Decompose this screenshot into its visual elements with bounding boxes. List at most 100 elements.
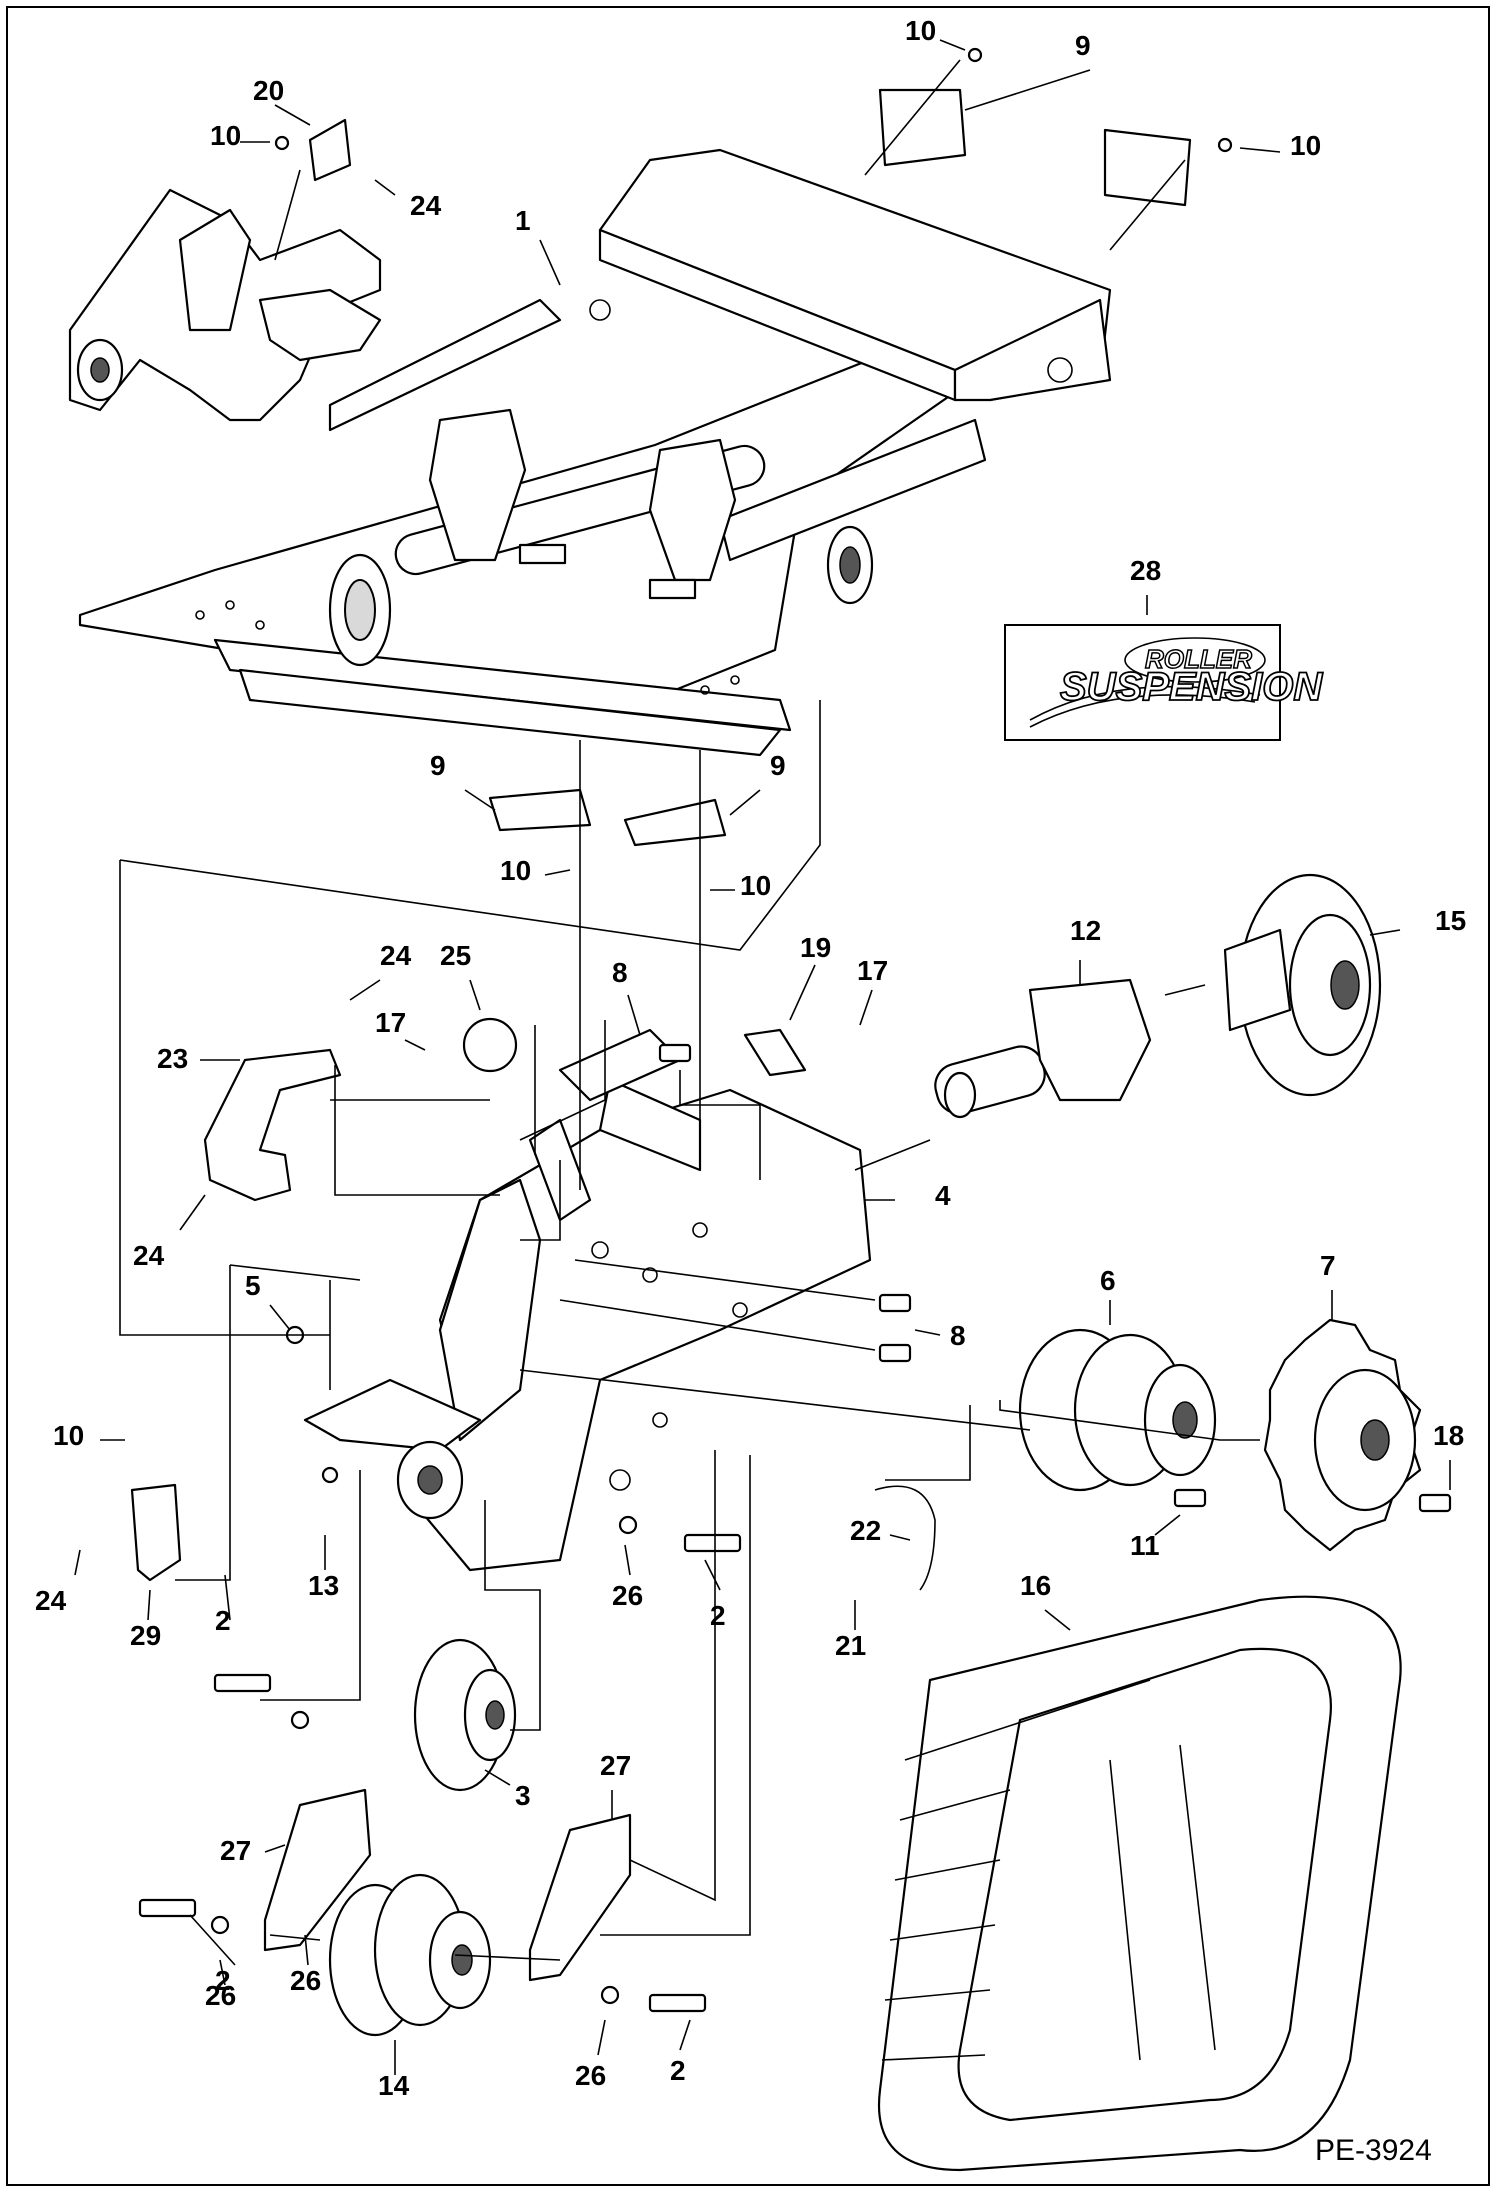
callout-22: 22: [850, 1515, 911, 1546]
callout-26: 26: [290, 1934, 321, 1996]
callout-10: 10: [1239, 130, 1321, 161]
callout-11: 11: [1130, 1514, 1181, 1561]
callout-number: 8: [950, 1320, 966, 1351]
callout-10: 10: [500, 855, 571, 886]
callout-10: 10: [53, 1420, 125, 1451]
callout-number: 19: [800, 932, 831, 963]
callout-number: 17: [375, 1007, 406, 1038]
callout-19: 19: [789, 932, 831, 1021]
callout-number: 16: [1020, 1570, 1051, 1601]
callout-leader-line: [269, 1304, 291, 1331]
callout-26: 26: [612, 1544, 643, 1611]
callout-number: 10: [1290, 130, 1321, 161]
figure-code: PE-3924: [1315, 2134, 1432, 2167]
callout-leader-line: [704, 1559, 721, 1591]
callout-leader-line: [404, 1039, 426, 1051]
callout-5: 5: [245, 1270, 291, 1331]
callout-leader-line: [219, 1959, 226, 1986]
tensioner-12-drawing: [934, 978, 1152, 1119]
callout-2: 2: [670, 2019, 691, 2086]
callout-26: 26: [205, 1959, 236, 2011]
logo-suspension-text: SUSPENSION: [1060, 665, 1323, 709]
callout-number: 21: [835, 1630, 866, 1661]
guard-29-drawing: [130, 1483, 182, 1582]
track-16-drawing: [877, 1595, 1402, 2172]
callout-leader-line: [539, 239, 561, 286]
brackets-27-drawing: [263, 1788, 632, 1982]
callout-8: 8: [612, 957, 641, 1036]
sensor-22-drawing: [874, 1485, 936, 1591]
callout-number: 2: [215, 1965, 231, 1996]
callout-10: 10: [905, 15, 966, 51]
callout-leader-line: [469, 979, 481, 1011]
callout-number: 7: [1320, 1250, 1336, 1281]
callout-7: 7: [1320, 1250, 1336, 1320]
callout-leader-line: [147, 1589, 151, 1621]
callout-leader-line: [597, 2019, 606, 2056]
plate-19-drawing: [743, 1028, 807, 1077]
callout-number: 3: [515, 1780, 531, 1811]
callout-8: 8: [914, 1320, 966, 1351]
callout-number: 10: [905, 15, 936, 46]
callout-number: 26: [290, 1965, 321, 1996]
callout-number: 2: [215, 1605, 231, 1636]
cap-25-drawing: [462, 1017, 518, 1073]
callout-number: 4: [935, 1180, 951, 1211]
callout-24: 24: [133, 1194, 206, 1271]
callout-26: 26: [575, 2019, 606, 2091]
callout-17: 17: [857, 955, 888, 1026]
callout-number: 25: [440, 940, 471, 971]
callout-number: 11: [1130, 1530, 1160, 1561]
drive-motor-6-drawing: [1018, 1328, 1217, 1492]
callout-number: 8: [612, 957, 628, 988]
callout-10: 10: [210, 120, 270, 151]
callout-number: 22: [850, 1515, 881, 1546]
roller-suspension-logo: ROLLER SUSPENSION: [1004, 624, 1324, 741]
callout-24: 24: [349, 940, 412, 1001]
callout-leader-line: [1044, 1609, 1071, 1631]
callout-number: 2: [670, 2055, 686, 2086]
callout-2: 2: [215, 1574, 231, 1636]
rear-bracket-drawing: [68, 118, 382, 422]
callout-leader-line: [74, 1549, 81, 1576]
hardware-drawing: [138, 47, 1452, 2013]
callout-25: 25: [440, 940, 481, 1011]
callout-number: 29: [130, 1620, 161, 1651]
callout-number: 27: [220, 1835, 251, 1866]
callout-28: 28: [1130, 555, 1161, 615]
callout-number: 2: [710, 1600, 726, 1631]
bracket-23-drawing: [203, 1048, 342, 1202]
callout-leader-line: [729, 789, 761, 816]
callout-number: 10: [53, 1420, 84, 1451]
callout-16: 16: [1020, 1570, 1071, 1631]
callout-number: 23: [157, 1043, 188, 1074]
callout-12: 12: [1070, 915, 1101, 985]
callout-24: 24: [374, 179, 442, 221]
callout-number: 9: [1075, 30, 1091, 61]
callout-number: 12: [1070, 915, 1101, 946]
callout-23: 23: [157, 1043, 240, 1074]
callout-leader-line: [544, 869, 571, 876]
callout-number: 26: [612, 1580, 643, 1611]
callout-number: 20: [253, 75, 284, 106]
callout-leader-line: [1239, 147, 1281, 153]
callout-15: 15: [1369, 905, 1466, 936]
explosion-lines: [119, 59, 1260, 1961]
callout-leader-line: [349, 979, 381, 1001]
callout-21: 21: [835, 1600, 866, 1661]
callout-leader-line: [264, 1844, 286, 1853]
callout-number: 9: [770, 750, 786, 781]
callout-4: 4: [865, 1180, 951, 1211]
callout-number: 24: [35, 1585, 67, 1616]
callout-13: 13: [308, 1535, 339, 1601]
callout-number: 17: [857, 955, 888, 986]
callout-leader-line: [627, 994, 641, 1036]
callout-leader-line: [304, 1934, 309, 1966]
callout-9: 9: [729, 750, 786, 816]
callout-number: 24: [380, 940, 412, 971]
callout-2: 2: [189, 1914, 236, 1996]
callout-20: 20: [253, 75, 311, 126]
callout-number: 15: [1435, 905, 1466, 936]
callout-number: 10: [740, 870, 771, 901]
